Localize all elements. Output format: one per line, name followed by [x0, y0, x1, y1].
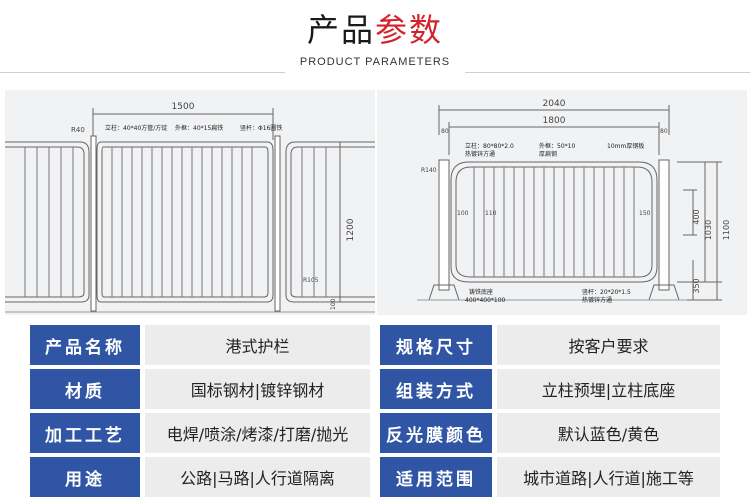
- param-label: 加工工艺: [30, 413, 140, 453]
- note-post: 立柱：80*80*2.0: [465, 142, 514, 150]
- param-value: 默认蓝色/黄色: [497, 413, 720, 453]
- note-bar: 竖杆：Φ16圆铁: [240, 124, 282, 132]
- radius-bottom: R105: [303, 277, 319, 284]
- note-plate: 10mm厚钢板: [607, 142, 644, 150]
- dim-bottom: 100: [330, 298, 337, 310]
- param-value: 国标钢材|镀锌钢材: [145, 369, 370, 409]
- fence-detail-svg: 2040 1800 80 80 R140 立柱：80*80*2.0 热镀锌方通 …: [417, 99, 731, 304]
- note-frame: 外框：50*10: [539, 142, 575, 150]
- note-bar-2: 热镀锌方通: [582, 296, 612, 304]
- dim-inner: 1800: [543, 116, 566, 126]
- dim-80-right: 80: [660, 128, 668, 135]
- param-label: 规格尺寸: [380, 325, 492, 365]
- dim-width: 1500: [172, 102, 195, 112]
- dim-150: 150: [639, 210, 651, 217]
- drawing-fence-elevation: 1500 1200 100 R40 R105 立柱：40*40方管/方锭 外框：…: [5, 90, 375, 315]
- param-label: 组装方式: [380, 369, 492, 409]
- dim-350: 350: [692, 278, 701, 293]
- dim-height: 1200: [346, 218, 356, 241]
- fence-drawing-svg: 1500 1200 100 R40 R105 立柱：40*40方管/方锭 外框：…: [5, 102, 375, 313]
- dim-1030: 1030: [704, 220, 713, 240]
- page-title: 产品参数: [0, 10, 750, 50]
- param-value: 立柱预埋|立柱底座: [497, 369, 720, 409]
- param-label: 适用范围: [380, 457, 492, 497]
- note-frame-2: 厚扁钢: [539, 150, 557, 158]
- radius-top: R40: [71, 126, 85, 134]
- detail-bars: [473, 167, 635, 277]
- note-base-2: 400*400*100: [465, 297, 506, 304]
- param-value: 电焊/喷涂/烤漆/打磨/抛光: [145, 413, 370, 453]
- note-bar: 竖杆：20*20*1.5: [582, 288, 631, 296]
- fence-bars: [24, 147, 327, 297]
- title-part-2: 参数: [375, 11, 444, 49]
- dim-100: 100: [457, 210, 469, 217]
- title-part-1: 产品: [306, 11, 375, 49]
- param-value: 公路|马路|人行道隔离: [145, 457, 370, 497]
- param-value: 港式护栏: [145, 325, 370, 365]
- note-frame: 外框：40*15扁铁: [175, 124, 223, 132]
- dim-80-left: 80: [441, 128, 449, 135]
- dim-110: 110: [485, 210, 497, 217]
- param-label: 材质: [30, 369, 140, 409]
- param-value: 按客户要求: [497, 325, 720, 365]
- dim-400: 400: [692, 209, 701, 224]
- note-base: 铸铁底座: [469, 288, 493, 296]
- drawing-fence-detail: 2040 1800 80 80 R140 立柱：80*80*2.0 热镀锌方通 …: [377, 90, 747, 315]
- param-label: 反光膜颜色: [380, 413, 492, 453]
- note-post-2: 热镀锌方通: [465, 150, 495, 158]
- param-label: 产品名称: [30, 325, 140, 365]
- radius-label: R140: [421, 167, 437, 174]
- note-post: 立柱：40*40方管/方锭: [105, 124, 167, 132]
- dim-1100: 1100: [722, 220, 731, 240]
- dim-total: 2040: [543, 99, 566, 109]
- page-header: 产品参数 PRODUCT PARAMETERS: [0, 10, 750, 68]
- page-subtitle: PRODUCT PARAMETERS: [299, 56, 451, 68]
- param-value: 城市道路|人行道|施工等: [497, 457, 720, 497]
- param-label: 用途: [30, 457, 140, 497]
- divider-left: [0, 72, 285, 73]
- divider-right: [465, 72, 750, 73]
